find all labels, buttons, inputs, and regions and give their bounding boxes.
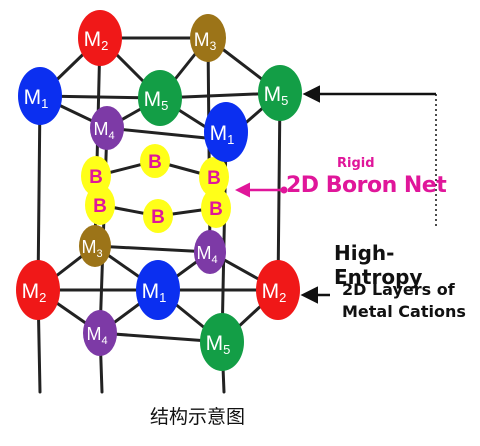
svg-text:B: B [151, 207, 165, 228]
metal-atom-m2: M2 [16, 260, 60, 320]
svg-text:M3: M3 [194, 30, 217, 53]
metal-atom-m5: M5 [138, 70, 182, 126]
figure-caption: 结构示意图 [150, 406, 246, 428]
svg-text:B: B [93, 196, 107, 217]
boron-net-arrow-dot [280, 186, 288, 194]
metal-atom-m3: M3 [79, 225, 111, 267]
boron-atom: B [143, 199, 173, 233]
metal-atom-m1: M1 [136, 260, 180, 320]
metal-atom-m1: M1 [204, 102, 248, 162]
svg-text:M1: M1 [24, 86, 49, 111]
metal-layers-label: 2D Layers of Metal Cations [342, 280, 466, 321]
metal-atom-m5: M5 [258, 65, 302, 121]
svg-text:M4: M4 [86, 324, 107, 347]
svg-text:B: B [209, 199, 223, 220]
svg-text:M2: M2 [84, 28, 109, 53]
svg-text:M4: M4 [93, 119, 114, 142]
boron-net-label: 2D Boron Net [286, 173, 447, 198]
svg-text:B: B [207, 168, 221, 189]
svg-text:M4: M4 [196, 243, 217, 266]
metal-atom-m2: M2 [78, 10, 122, 66]
metal-atom-m2: M2 [256, 260, 300, 320]
svg-text:M1: M1 [210, 122, 235, 147]
boron-atom: B [199, 157, 229, 197]
metal-atom-m4: M4 [194, 230, 226, 274]
svg-text:M2: M2 [262, 280, 287, 305]
svg-text:B: B [148, 152, 162, 173]
boron-atom: B [85, 185, 115, 225]
metal-atom-m1: M1 [18, 67, 62, 125]
svg-text:M5: M5 [264, 83, 289, 108]
boron-atom: B [140, 144, 170, 178]
svg-text:M5: M5 [144, 88, 169, 113]
metal-atom-m5: M5 [200, 313, 244, 371]
svg-text:M1: M1 [142, 280, 167, 305]
svg-text:M5: M5 [206, 332, 231, 357]
metal-atom-m4: M4 [90, 106, 124, 150]
metal-atom-m3: M3 [190, 14, 226, 62]
high-entropy-label: High-Entropy [334, 241, 423, 289]
metal-atom-m4: M4 [83, 310, 117, 356]
svg-text:M2: M2 [22, 280, 47, 305]
svg-text:B: B [89, 167, 103, 188]
boron-atom: B [201, 188, 231, 228]
rigid-label: Rigid [337, 156, 375, 171]
svg-text:M3: M3 [81, 237, 102, 260]
